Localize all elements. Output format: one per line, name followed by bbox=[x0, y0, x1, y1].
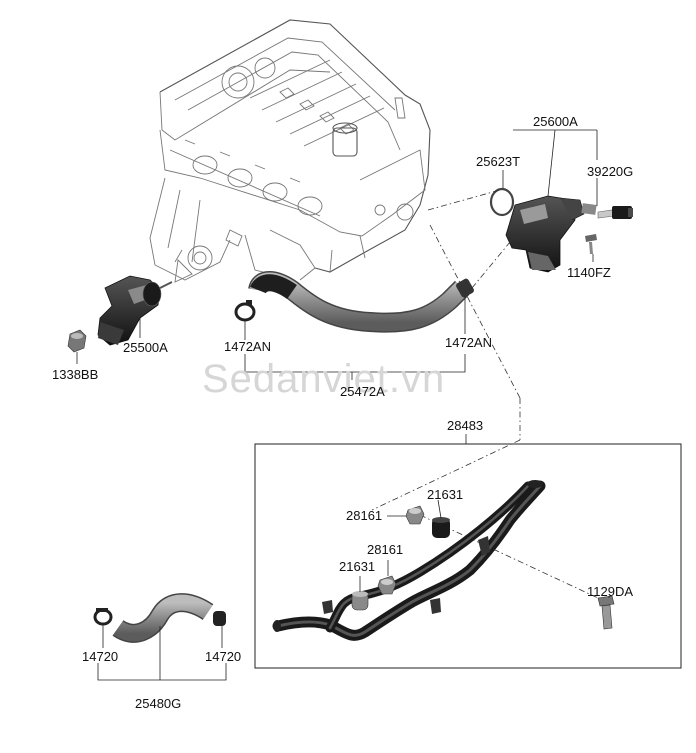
bolt-28161-top bbox=[405, 505, 425, 525]
label-1129da: 1129DA bbox=[587, 584, 633, 599]
label-1472an-right: 1472AN bbox=[445, 335, 492, 350]
part-labels: 25600A 25623T 39220G 1140FZ 25500A 1338B… bbox=[52, 114, 633, 711]
grommet-21631-bottom bbox=[351, 591, 369, 611]
label-39220g: 39220G bbox=[587, 164, 633, 179]
label-14720-right: 14720 bbox=[205, 649, 241, 664]
label-1140fz: 1140FZ bbox=[567, 265, 611, 280]
engine-block bbox=[149, 19, 431, 283]
grommet-21631-top bbox=[432, 517, 450, 538]
label-25623t: 25623T bbox=[476, 154, 520, 169]
label-21631-bottom: 21631 bbox=[339, 559, 375, 574]
water-outlet-25600a bbox=[505, 195, 597, 273]
label-25480g: 25480G bbox=[135, 696, 181, 711]
box-28483 bbox=[254, 443, 682, 669]
label-1472an-left: 1472AN bbox=[224, 339, 271, 354]
thermostat-housing-25500a bbox=[97, 275, 173, 346]
bolt-1129da bbox=[597, 595, 615, 630]
bolt-1140fz bbox=[585, 234, 597, 254]
label-25500a: 25500A bbox=[123, 340, 168, 355]
gasket-25623t bbox=[489, 187, 515, 217]
label-25472a: 25472A bbox=[340, 384, 385, 399]
coolant-pipe-28483 bbox=[272, 480, 546, 641]
label-25600a: 25600A bbox=[533, 114, 578, 129]
clamp-14720-left bbox=[93, 608, 113, 626]
bolt-1338bb bbox=[67, 329, 87, 353]
label-28483: 28483 bbox=[447, 418, 483, 433]
label-28161-top: 28161 bbox=[346, 508, 382, 523]
hose-25472a bbox=[248, 271, 474, 333]
bolt-28161-bottom bbox=[377, 575, 397, 595]
sensor-39220g bbox=[597, 206, 633, 219]
label-14720-left: 14720 bbox=[82, 649, 118, 664]
label-21631-top: 21631 bbox=[427, 487, 463, 502]
clamp-14720-right bbox=[213, 611, 226, 626]
clamp-1472an-left bbox=[234, 300, 256, 322]
leader-lines bbox=[76, 129, 610, 681]
label-28161-bottom: 28161 bbox=[367, 542, 403, 557]
hose-25480g bbox=[112, 593, 214, 643]
watermark: Sedanviet.vn bbox=[202, 357, 445, 401]
label-1338bb: 1338BB bbox=[52, 367, 98, 382]
